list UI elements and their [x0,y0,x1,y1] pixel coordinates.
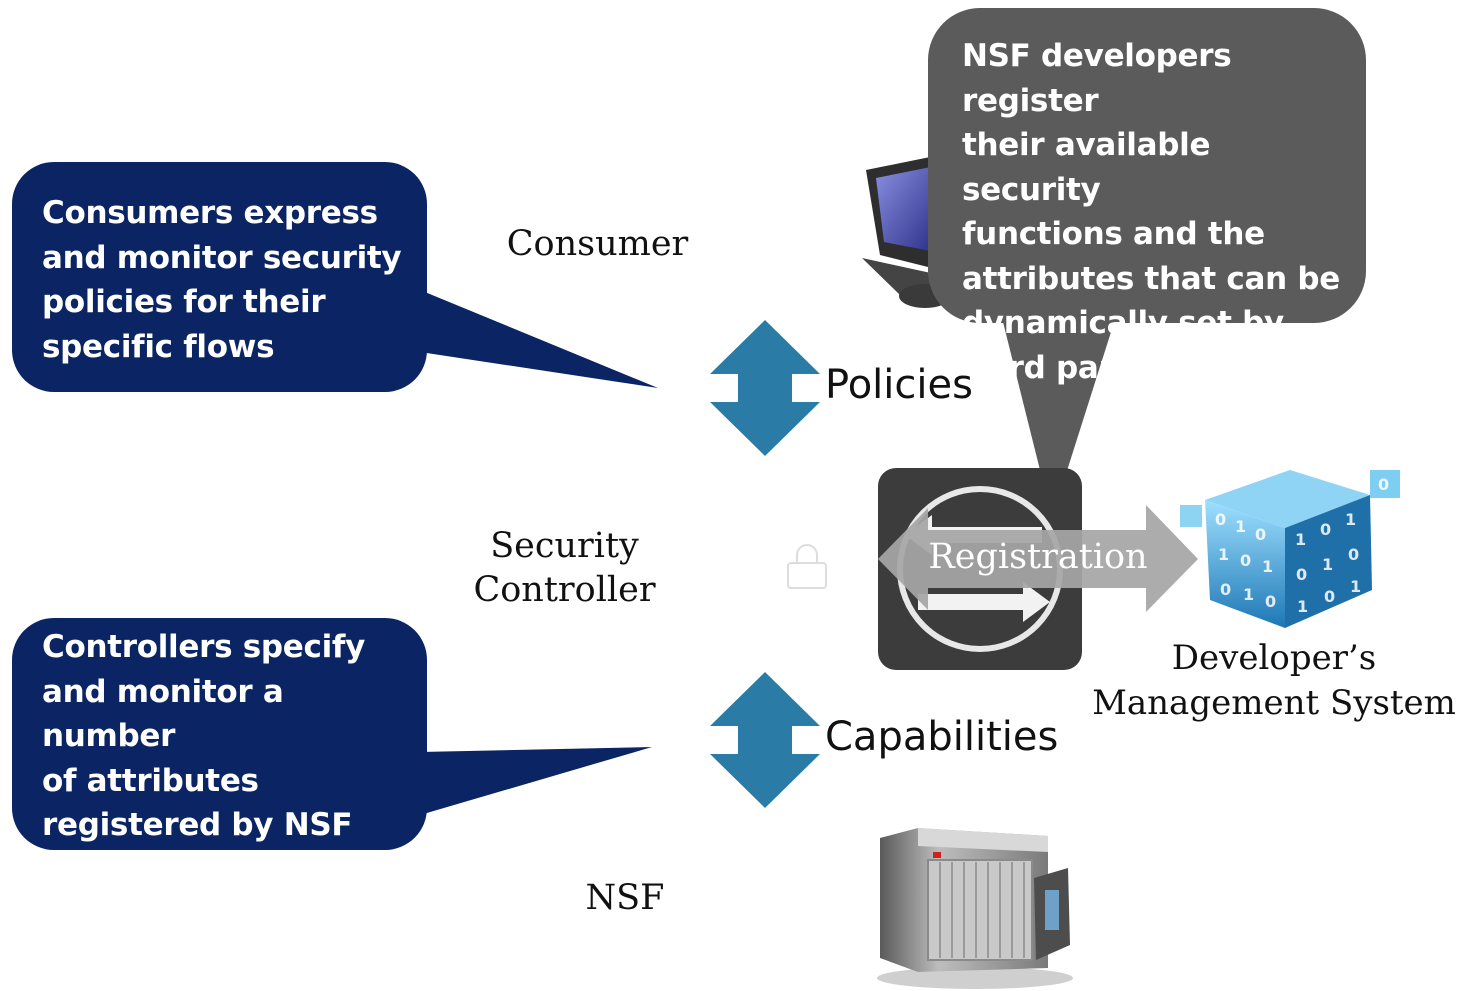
registration-label: Registration [928,537,1148,577]
svg-text:1: 1 [1350,577,1361,596]
controller-callout-text: Controllers specify and monitor a number… [42,629,365,888]
svg-text:0: 0 [1324,587,1335,606]
consumer-callout [12,162,658,392]
svg-text:1: 1 [1262,557,1273,576]
svg-text:1: 1 [1295,530,1306,549]
security-controller-label: Security Controller [473,526,656,610]
svg-text:0: 0 [1255,525,1266,544]
svg-text:0: 0 [1320,520,1331,539]
svg-text:0: 0 [1215,510,1226,529]
svg-text:1: 1 [1322,555,1333,574]
svg-text:1: 1 [1345,510,1356,529]
developer-callout [928,8,1366,518]
capabilities-double-arrow [710,672,820,808]
svg-text:1: 1 [1235,517,1246,536]
svg-text:0: 0 [1220,580,1231,599]
policies-label: Policies [825,362,973,408]
registration-double-arrow [878,505,1198,612]
policies-double-arrow [710,320,820,456]
developer-management-system-label: Developer’s Management System [1092,638,1456,723]
svg-text:0: 0 [1296,565,1307,584]
nsf-server-icon [877,828,1073,989]
svg-text:1: 1 [1243,585,1254,604]
controller-callout [12,618,652,850]
capabilities-label: Capabilities [825,714,1059,760]
svg-text:1: 1 [1218,545,1229,564]
svg-text:0: 0 [1240,551,1251,570]
consumer-callout-text: Consumers express and monitor security p… [42,195,402,365]
developer-callout-text: NSF developers register their available … [962,38,1341,386]
lock-icon [787,544,827,589]
nsf-label: NSF [585,878,665,918]
svg-text:0: 0 [1378,475,1389,494]
svg-text:0: 0 [1265,592,1276,611]
svg-text:1: 1 [1297,597,1308,616]
svg-text:0: 0 [1348,545,1359,564]
consumer-label: Consumer [506,224,689,264]
